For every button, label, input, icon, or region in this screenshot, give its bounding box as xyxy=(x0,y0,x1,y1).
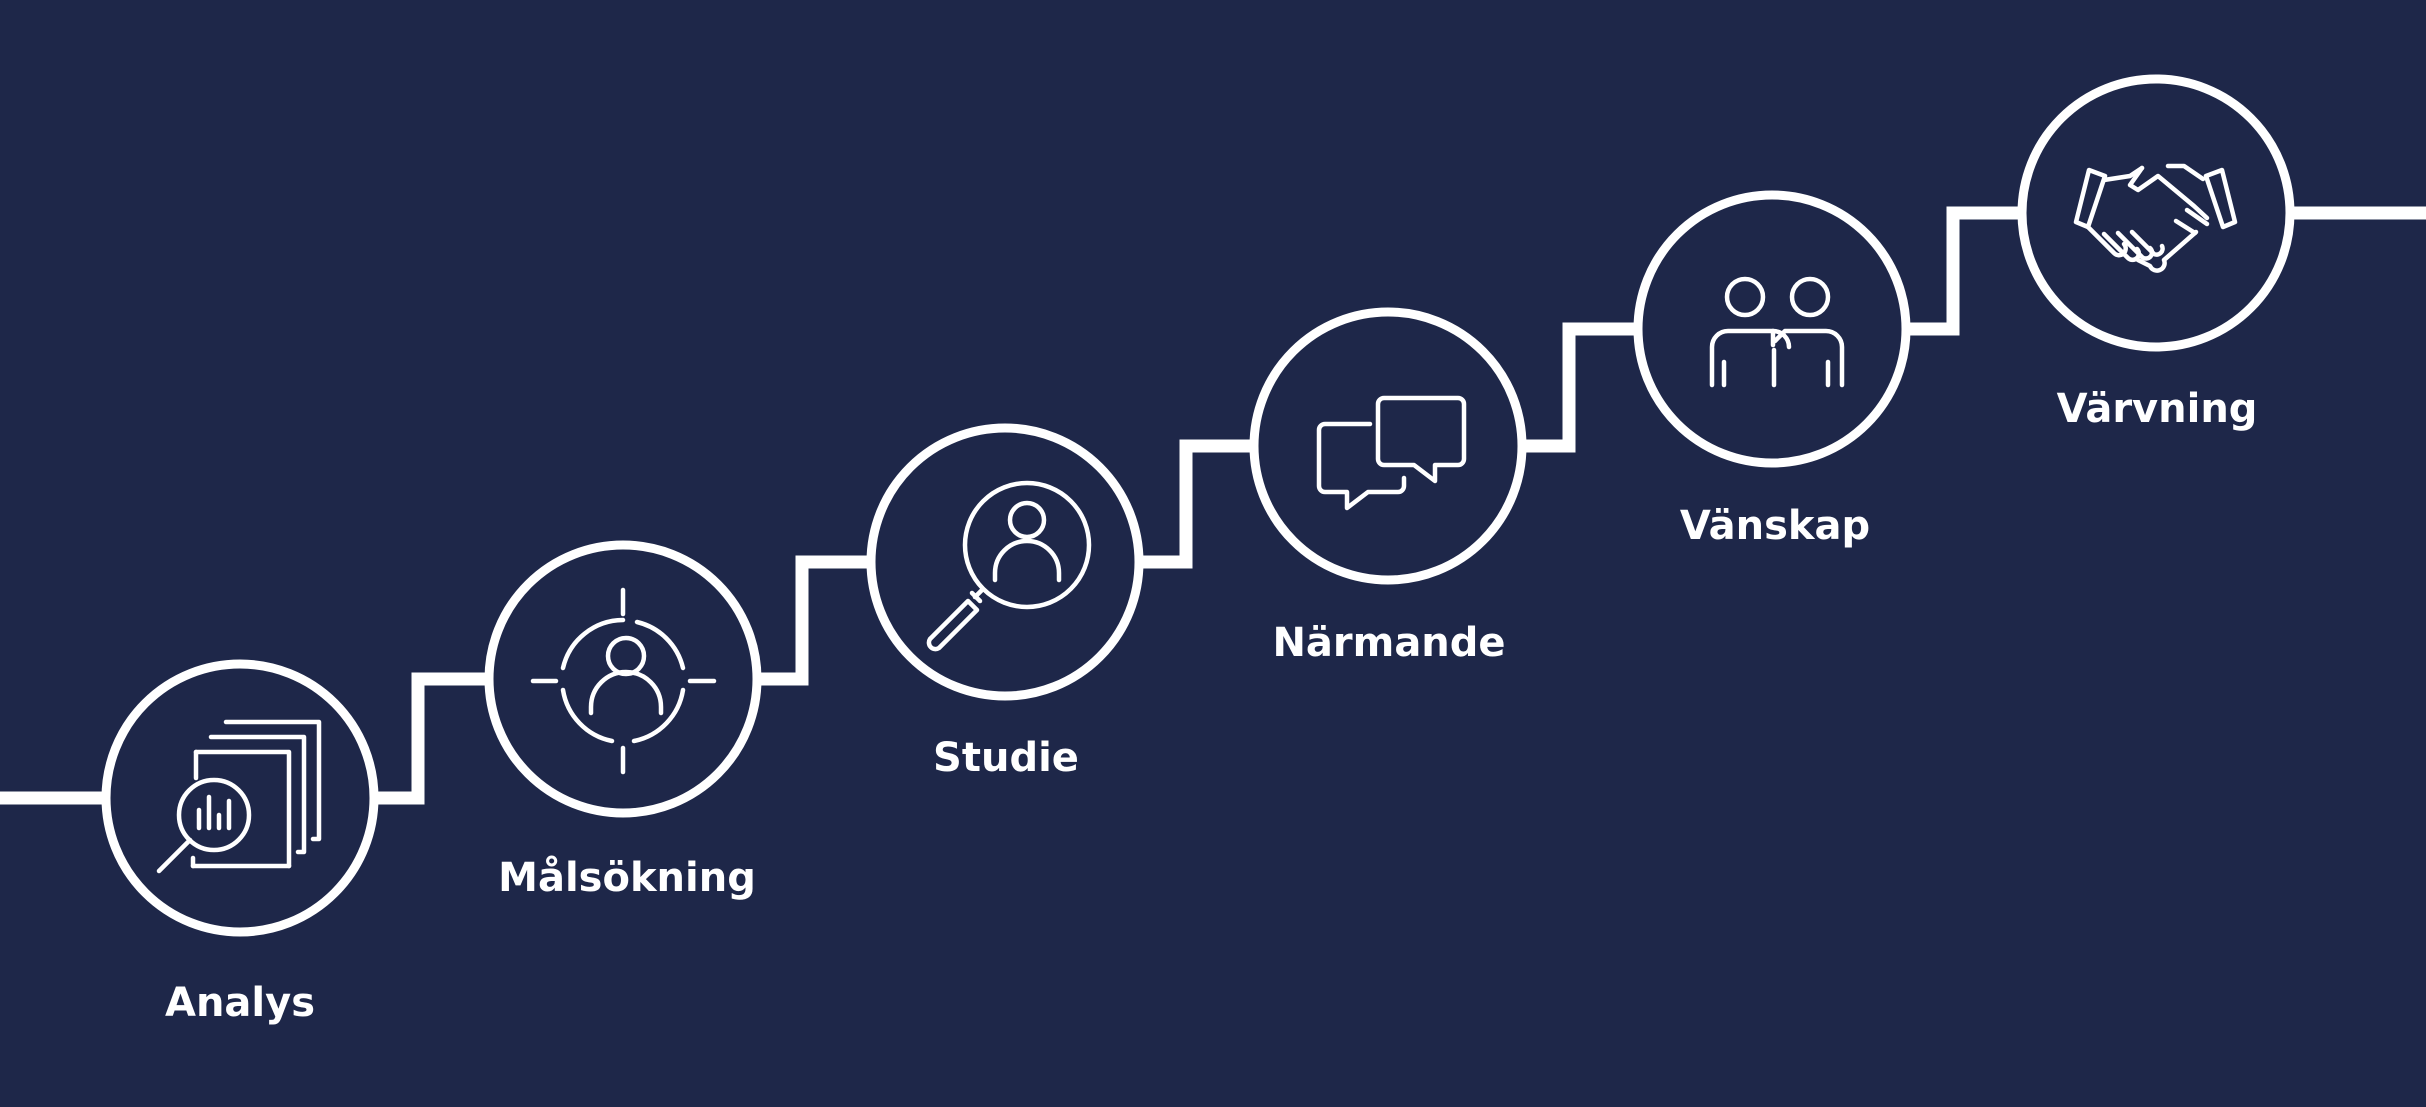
step-circle xyxy=(101,659,379,937)
step-label: Studie xyxy=(933,735,1079,781)
staircase-connector-line xyxy=(0,206,2426,805)
step-vanskap: Vänskap xyxy=(1633,190,1911,549)
step-circle xyxy=(484,540,762,818)
magnifier-person-icon xyxy=(926,480,1092,652)
step-label: Närmande xyxy=(1272,620,1505,666)
document-analysis-icon xyxy=(156,719,322,874)
step-circle xyxy=(866,423,1144,701)
two-people-icon xyxy=(1709,276,1845,388)
step-analys: Analys xyxy=(101,659,379,1026)
step-malsokning: Målsökning xyxy=(484,540,762,901)
step-circle xyxy=(2017,74,2295,352)
step-narmande: Närmande xyxy=(1249,307,1527,666)
step-studie: Studie xyxy=(866,423,1144,781)
step-label: Värvning xyxy=(2057,386,2258,432)
step-varvning: Värvning xyxy=(2017,74,2295,432)
step-label: Målsökning xyxy=(498,854,756,901)
target-person-icon xyxy=(530,587,717,775)
step-label: Vänskap xyxy=(1680,503,1870,549)
step-label: Analys xyxy=(165,980,315,1026)
chat-bubbles-icon xyxy=(1316,395,1467,511)
handshake-icon xyxy=(2073,163,2238,273)
